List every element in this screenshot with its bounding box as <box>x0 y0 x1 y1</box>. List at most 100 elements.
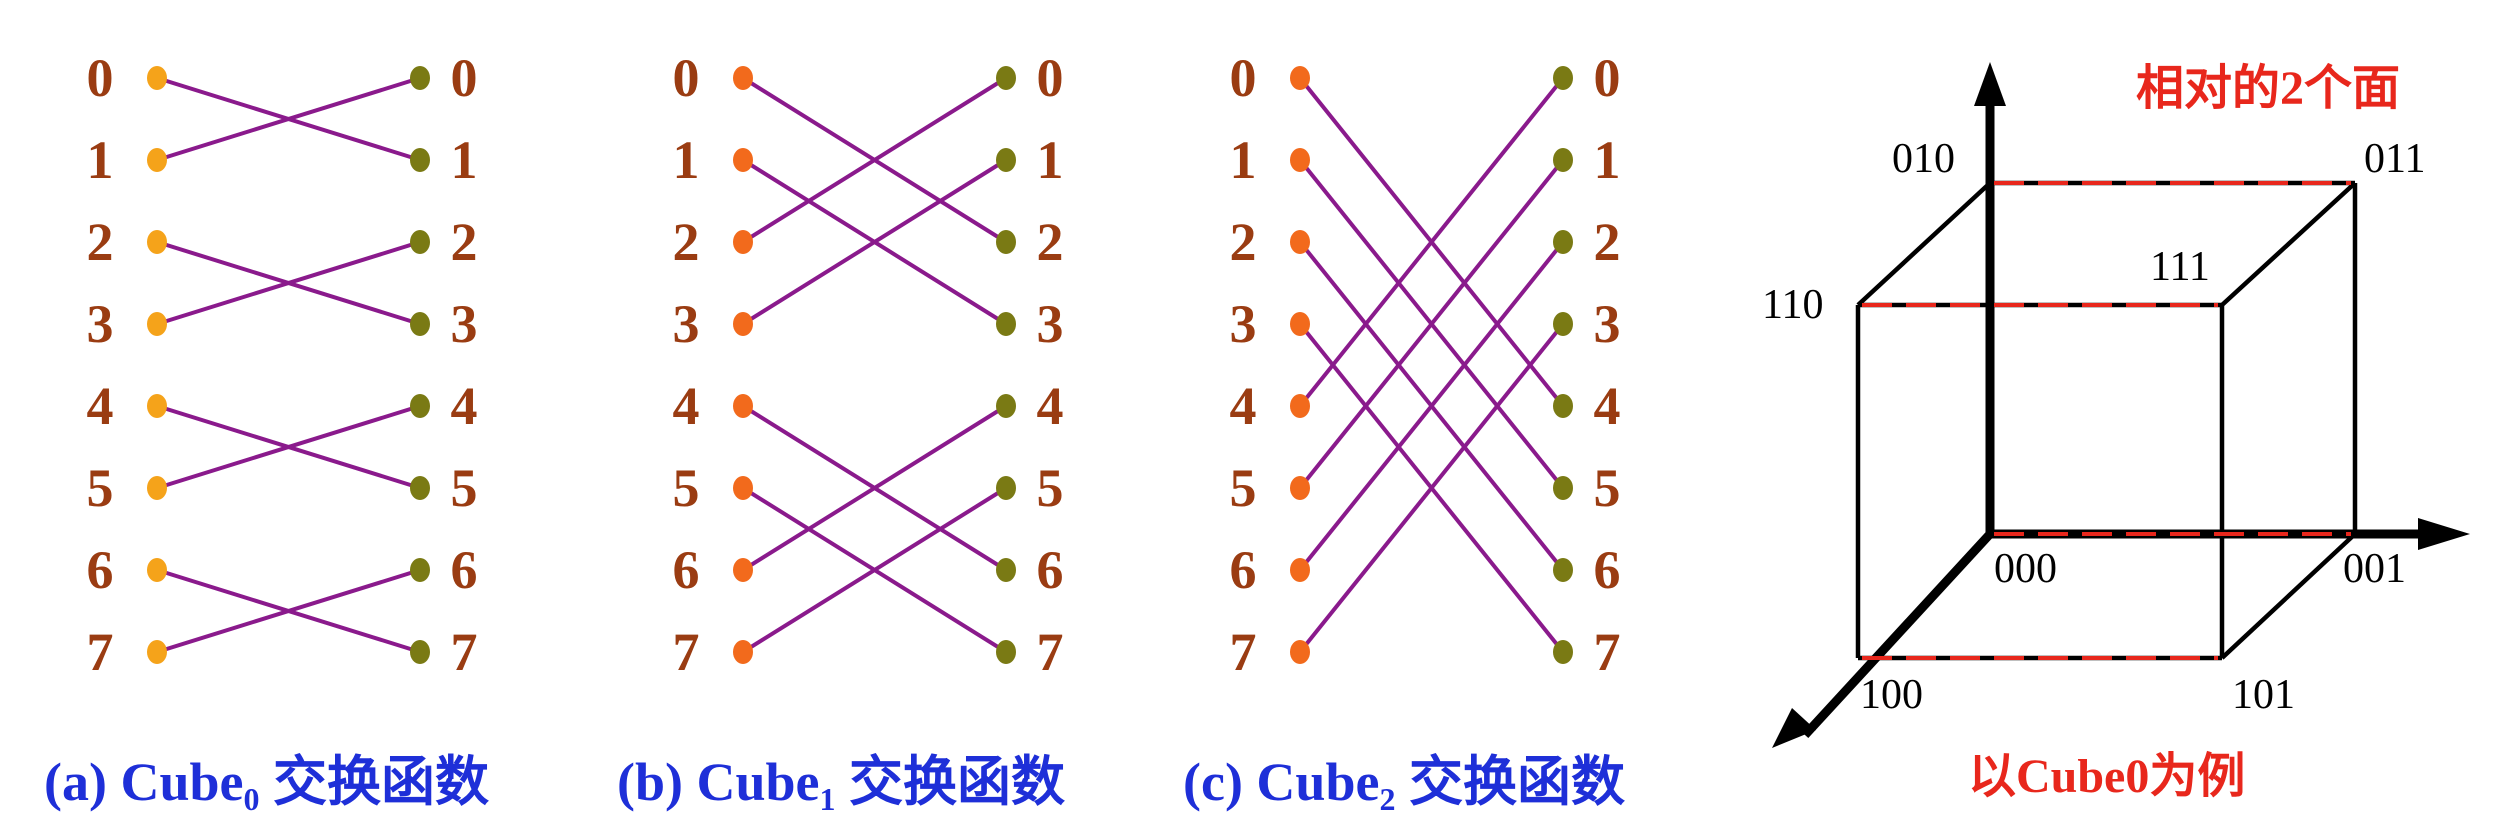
input-node <box>733 148 753 172</box>
vertex-label-000: 000 <box>1994 546 2057 592</box>
output-node <box>996 394 1016 418</box>
output-label: 4 <box>451 376 478 436</box>
output-node <box>410 558 430 582</box>
output-node <box>410 66 430 90</box>
input-label: 1 <box>1230 130 1257 190</box>
wire-6-to-4 <box>741 404 1008 572</box>
input-node <box>733 312 753 336</box>
output-label: 6 <box>1037 540 1064 600</box>
vertex-label-001: 001 <box>2343 546 2406 592</box>
input-label: 0 <box>673 48 700 108</box>
output-node <box>996 558 1016 582</box>
output-label: 3 <box>1037 294 1064 354</box>
input-label: 3 <box>87 294 114 354</box>
input-label: 5 <box>87 458 114 518</box>
output-label: 0 <box>1037 48 1064 108</box>
wire-5-to-4 <box>156 404 421 490</box>
input-label: 7 <box>1230 622 1257 682</box>
input-label: 4 <box>87 376 114 436</box>
output-label: 1 <box>1037 130 1064 190</box>
input-label: 4 <box>673 376 700 436</box>
input-node <box>147 66 167 90</box>
input-node <box>1290 66 1310 90</box>
vertex-label-011: 011 <box>2364 136 2425 182</box>
wire-6-to-2 <box>1298 240 1565 572</box>
input-label: 5 <box>673 458 700 518</box>
cube-3d-figure: 010 011 111 110 000 001 100 101 相对的2个面 以… <box>1762 62 2470 803</box>
output-node <box>410 148 430 172</box>
input-node <box>147 312 167 336</box>
vertex-label-101: 101 <box>2232 672 2295 718</box>
output-node <box>410 476 430 500</box>
vertex-label-010: 010 <box>1892 136 1955 182</box>
input-label: 5 <box>1230 458 1257 518</box>
vertex-label-110: 110 <box>1762 282 1823 328</box>
output-label: 5 <box>1037 458 1064 518</box>
output-label: 7 <box>1594 622 1621 682</box>
input-node <box>1290 312 1310 336</box>
output-label: 5 <box>451 458 478 518</box>
z-axis-arrowhead <box>1772 708 1816 748</box>
input-node <box>1290 640 1310 664</box>
output-label: 6 <box>451 540 478 600</box>
output-label: 4 <box>1594 376 1621 436</box>
y-axis-arrowhead <box>1974 62 2006 106</box>
input-node <box>1290 394 1310 418</box>
input-label: 2 <box>673 212 700 272</box>
output-node <box>410 640 430 664</box>
caption-cube0: (a) Cube0 交换函数 <box>44 752 489 817</box>
input-label: 7 <box>87 622 114 682</box>
output-label: 3 <box>1594 294 1621 354</box>
output-node <box>1553 558 1573 582</box>
output-node <box>996 148 1016 172</box>
caption-cube2: (c) Cube2 交换函数 <box>1183 752 1625 817</box>
output-node <box>996 640 1016 664</box>
input-node <box>733 640 753 664</box>
input-node <box>1290 230 1310 254</box>
input-node <box>147 558 167 582</box>
output-label: 0 <box>451 48 478 108</box>
output-node <box>1553 66 1573 90</box>
wire-4-to-0 <box>1298 76 1565 408</box>
input-node <box>1290 148 1310 172</box>
wire-7-to-6 <box>156 568 421 654</box>
output-node <box>1553 148 1573 172</box>
wire-2-to-0 <box>741 76 1008 244</box>
wire-3-to-1 <box>741 158 1008 326</box>
input-label: 1 <box>673 130 700 190</box>
note-cube0-example: 以Cube0为例 <box>1968 750 2245 803</box>
output-node <box>996 312 1016 336</box>
output-node <box>996 476 1016 500</box>
input-node <box>147 230 167 254</box>
input-label: 4 <box>1230 376 1257 436</box>
output-node <box>1553 640 1573 664</box>
output-node <box>1553 394 1573 418</box>
note-opposite-faces: 相对的2个面 <box>2136 62 2400 115</box>
wire-7-to-5 <box>741 486 1008 654</box>
edge-010-110 <box>1856 181 1992 307</box>
output-label: 0 <box>1594 48 1621 108</box>
z-axis-arrow <box>1801 530 1994 739</box>
output-label: 7 <box>1037 622 1064 682</box>
output-label: 2 <box>451 212 478 272</box>
input-node <box>733 394 753 418</box>
input-node <box>147 148 167 172</box>
vertex-label-100: 100 <box>1860 672 1923 718</box>
input-node <box>733 476 753 500</box>
wire-7-to-3 <box>1298 322 1565 654</box>
input-label: 3 <box>673 294 700 354</box>
output-node <box>996 230 1016 254</box>
input-label: 0 <box>87 48 114 108</box>
output-node <box>410 312 430 336</box>
input-label: 6 <box>87 540 114 600</box>
output-label: 2 <box>1037 212 1064 272</box>
edge-001-101 <box>2220 532 2357 660</box>
input-label: 3 <box>1230 294 1257 354</box>
input-label: 6 <box>673 540 700 600</box>
caption-cube1: (b) Cube1 交换函数 <box>617 752 1065 817</box>
output-node <box>410 230 430 254</box>
